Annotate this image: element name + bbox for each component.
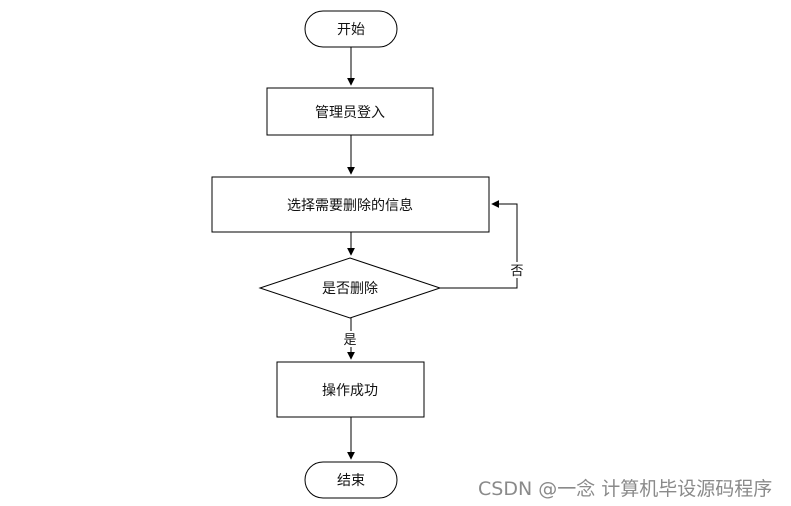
start-node: 开始	[304, 10, 398, 48]
decision-node: 是否删除	[258, 257, 442, 319]
end-node: 结束	[304, 461, 398, 499]
edge-label-no: 否	[510, 264, 523, 279]
select-node: 选择需要删除的信息	[211, 176, 490, 233]
decision-label: 是否删除	[322, 281, 378, 297]
watermark-text: CSDN @一念 计算机毕设源码程序	[478, 478, 773, 500]
success-label: 操作成功	[322, 383, 378, 399]
login-node: 管理员登入	[266, 87, 434, 136]
select-label: 选择需要删除的信息	[287, 197, 413, 214]
end-label: 结束	[337, 473, 365, 489]
login-label: 管理员登入	[315, 105, 385, 121]
success-node: 操作成功	[276, 361, 425, 418]
edge-decision-no	[440, 200, 518, 289]
start-label: 开始	[337, 22, 365, 38]
edge-label-yes: 是	[343, 333, 356, 348]
